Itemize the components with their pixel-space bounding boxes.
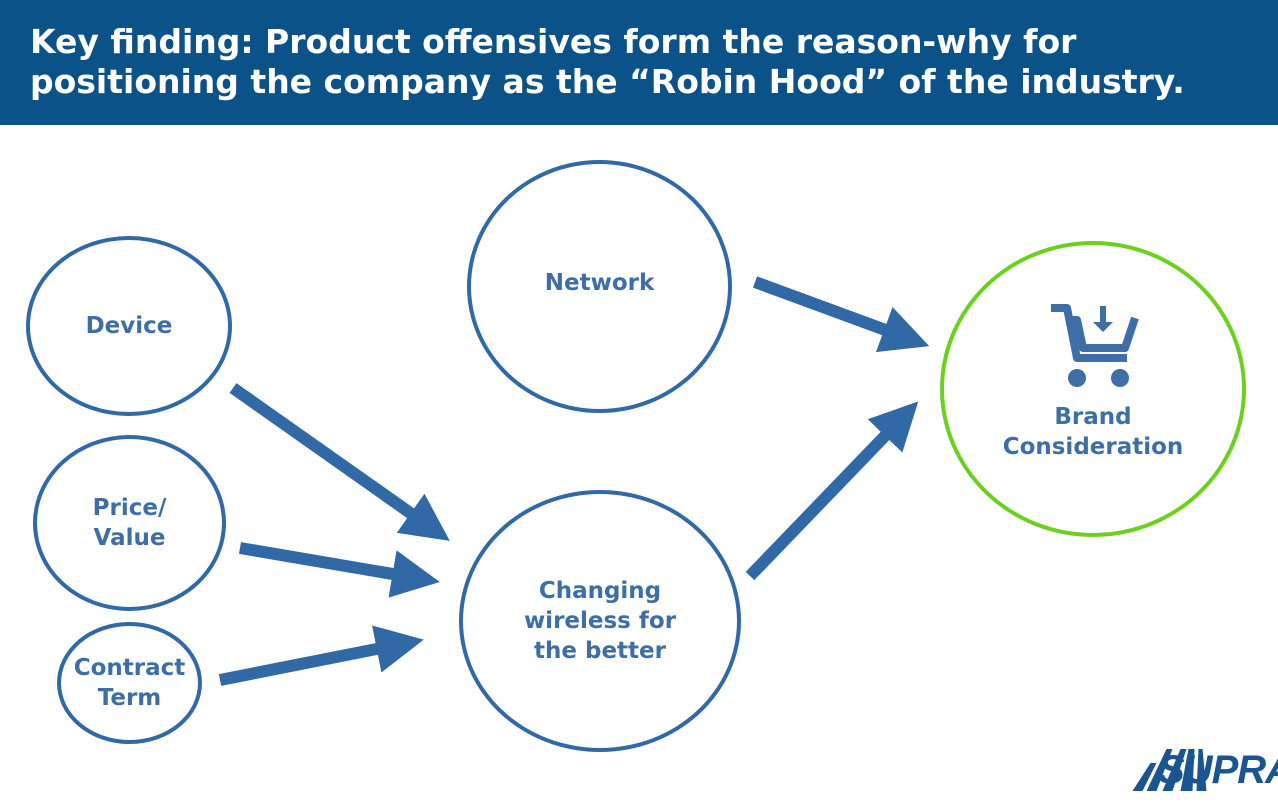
supra-logo-text: SUPRA xyxy=(1158,748,1278,792)
arrow-network-to-brand xyxy=(752,276,930,353)
arrow-changing-to-brand xyxy=(745,401,919,581)
arrow-device-to-changing xyxy=(229,383,450,541)
node-contract-term-label: Contract Term xyxy=(73,655,186,711)
node-network-label: Network xyxy=(544,269,655,296)
node-price-value-label: Price/ Value xyxy=(92,495,167,551)
node-changing-wireless: Changing wireless for the better xyxy=(459,490,741,752)
node-changing-wireless-label: Changing wireless for the better xyxy=(523,578,677,664)
header-banner: Key finding: Product offensives form the… xyxy=(0,0,1278,125)
node-device: Device xyxy=(26,236,232,416)
node-price-value: Price/ Value xyxy=(33,435,226,611)
supra-logo-mark xyxy=(1132,749,1207,791)
arrow-price-to-changing xyxy=(238,542,440,598)
node-network: Network xyxy=(467,160,732,413)
arrow-contract-to-changing xyxy=(218,625,424,686)
cart-icon xyxy=(1051,304,1139,387)
page-title: Key finding: Product offensives form the… xyxy=(30,22,1185,101)
node-contract-term: Contract Term xyxy=(57,622,202,744)
node-brand-consideration: Brand Consideration xyxy=(940,241,1246,537)
node-brand-consideration-label: Brand Consideration xyxy=(1002,404,1184,460)
node-device-label: Device xyxy=(85,313,173,339)
